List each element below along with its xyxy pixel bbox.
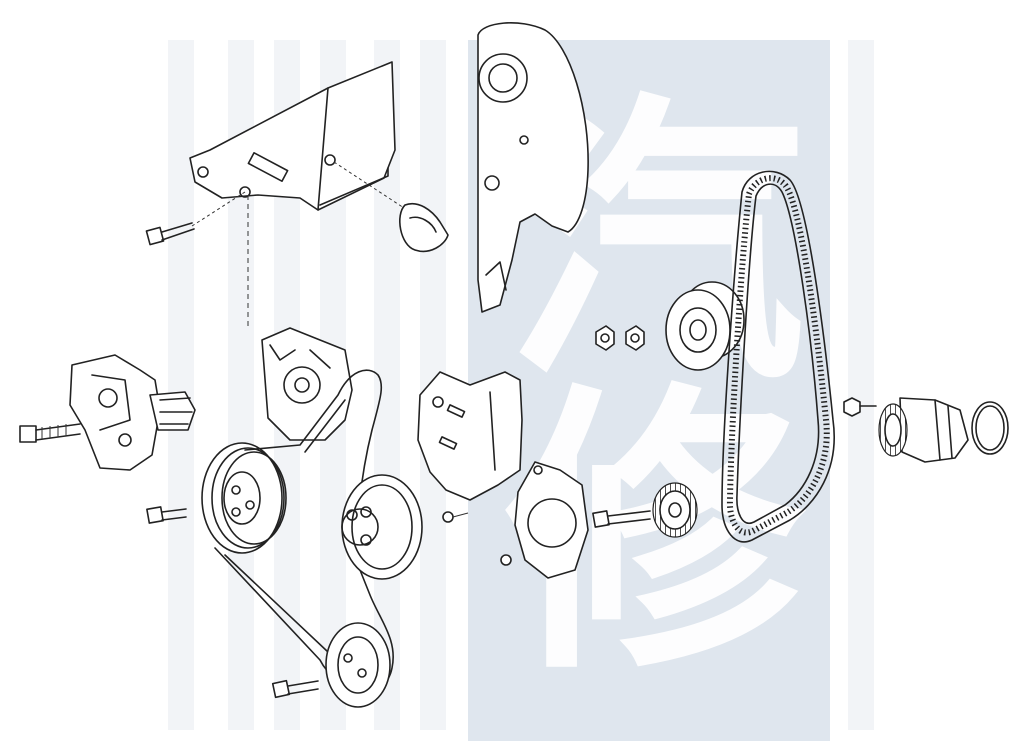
crankshaft-pulley xyxy=(201,442,287,554)
ghost-text-column xyxy=(168,40,194,730)
water-pump-o-ring xyxy=(971,401,1009,455)
ghost-text-column xyxy=(848,40,874,730)
middle-timing-cover xyxy=(417,371,523,501)
timing-tensioner-pulley xyxy=(665,281,745,371)
idler-bracket xyxy=(261,327,353,441)
upper-timing-cover xyxy=(477,22,589,313)
crankshaft-timing-sprocket xyxy=(652,482,698,538)
toothed-timing-belt xyxy=(721,170,835,543)
nut xyxy=(595,325,615,351)
water-pump-bolt xyxy=(843,397,877,417)
engine-mounting-bracket xyxy=(189,61,396,211)
tensioner-bolt xyxy=(19,423,81,443)
water-pump xyxy=(878,397,969,463)
bracket-bolt xyxy=(145,191,246,246)
lower-idler-pulley xyxy=(325,622,391,708)
crank-sprocket-bolt xyxy=(592,510,651,528)
crank-pulley-bolt xyxy=(146,506,187,524)
belt-tensioner-assembly xyxy=(69,354,196,471)
small-bolt xyxy=(442,511,512,566)
lower-pulley-bolt xyxy=(271,679,319,699)
accessory-pulley xyxy=(341,474,423,580)
washer xyxy=(625,325,645,351)
rear-timing-plate xyxy=(514,461,589,579)
hose-clamp xyxy=(333,161,449,253)
